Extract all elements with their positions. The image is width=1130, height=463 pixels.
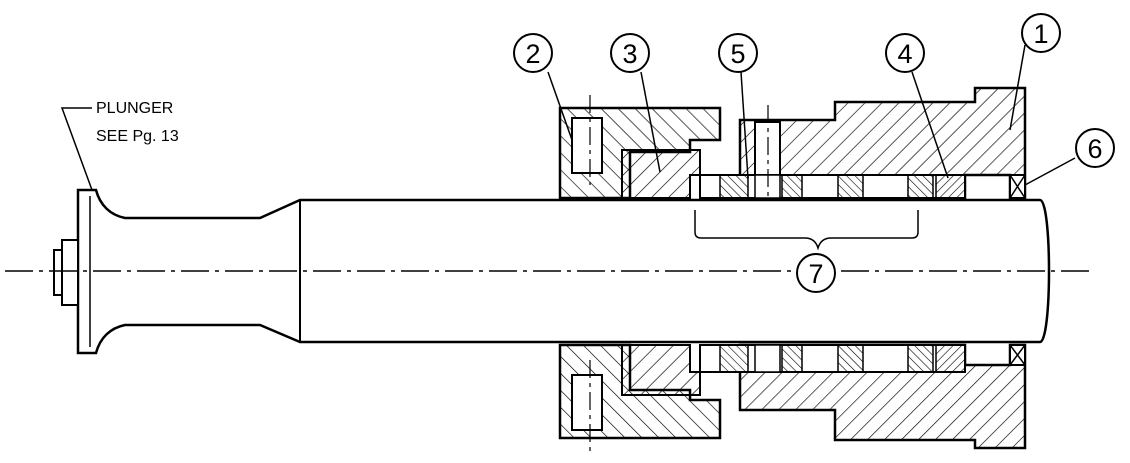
wiper-seal — [1009, 174, 1026, 366]
balloon-4: 4 — [885, 33, 925, 73]
adapter-lower — [621, 344, 701, 396]
svg-text:1: 1 — [1033, 19, 1048, 49]
svg-text:5: 5 — [730, 39, 745, 69]
plunger-note: PLUNGER SEE Pg. 13 — [60, 100, 179, 191]
balloon-7: 7 — [796, 253, 836, 293]
svg-text:2: 2 — [525, 39, 540, 69]
packing-stack-lower — [699, 344, 966, 373]
leader-lines — [547, 44, 1076, 186]
balloon-5: 5 — [718, 33, 758, 73]
balloon-2: 2 — [513, 33, 553, 73]
packing-set-brace — [694, 210, 919, 251]
packing-stack-upper — [699, 174, 966, 199]
balloon-1: 1 — [1021, 13, 1061, 53]
plunger — [53, 188, 1051, 355]
svg-text:7: 7 — [808, 259, 823, 289]
balloon-3: 3 — [610, 33, 650, 73]
adapter-upper — [621, 149, 701, 199]
svg-text:4: 4 — [897, 39, 912, 69]
gland-nut-upper — [558, 106, 722, 200]
plunger-note-line1: PLUNGER — [96, 100, 173, 117]
balloon-6: 6 — [1075, 128, 1115, 168]
plunger-note-line2: SEE Pg. 13 — [96, 128, 179, 145]
svg-text:6: 6 — [1087, 134, 1102, 164]
svg-text:3: 3 — [622, 39, 637, 69]
